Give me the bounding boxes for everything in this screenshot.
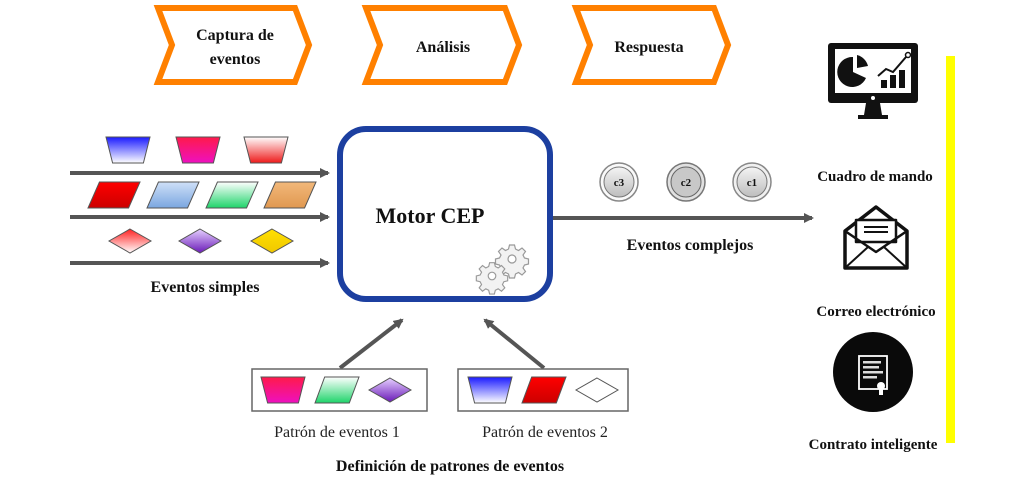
pattern-1[interactable]: Patrón de eventos 1 (251, 368, 428, 441)
simple-event-diamond-shape (249, 228, 295, 254)
stage-response-label: Respuesta (614, 39, 683, 56)
pattern-1-diamond-shape (367, 377, 413, 403)
output-smart-contract[interactable]: Contrato inteligente (809, 332, 938, 453)
simple-event-parallelogram-shape (205, 181, 259, 209)
simple-event-trapezoid-shape (175, 136, 221, 164)
complex-event-c2: c2 (666, 162, 706, 202)
pattern-1-parallelogram-shape (314, 376, 360, 404)
pattern-2-arrow (483, 318, 546, 370)
patterns-section-label: Definición de patrones de eventos (336, 458, 564, 475)
pattern-1-shapes (260, 376, 413, 404)
highlight-bar (946, 56, 955, 443)
simple-event-diamond-shape (107, 228, 153, 254)
complex-event-c3-label: c3 (614, 177, 625, 189)
output-email[interactable]: Correo electrónico (816, 205, 936, 320)
pattern-1-arrow (338, 318, 404, 370)
simple-event-arrows (70, 168, 330, 268)
stage-analysis: Análisis (361, 5, 523, 85)
simple-event-parallelogram-shape (263, 181, 317, 209)
stage-capture-line1: Captura de (196, 27, 274, 44)
output-dashboard-label: Cuadro de mando (817, 169, 933, 185)
output-smart-contract-label: Contrato inteligente (809, 437, 938, 453)
simple-event-parallelogram-shape (87, 181, 141, 209)
complex-events-label: Eventos complejos (627, 237, 754, 254)
simple-event-trapezoid-shape (243, 136, 289, 164)
pattern-1-label: Patrón de eventos 1 (274, 424, 400, 441)
contract-certificate-icon (833, 332, 913, 412)
engine-label: Motor CEP (376, 203, 485, 228)
dashboard-monitor-icon (828, 43, 918, 119)
output-dashboard[interactable]: Cuadro de mando (817, 43, 933, 185)
complex-event-c1: c1 (732, 162, 772, 202)
simple-events-label: Eventos simples (151, 279, 260, 296)
stage-capture-line2: eventos (210, 51, 261, 68)
pattern-2-parallelogram-shape (521, 376, 567, 404)
pattern-2-trapezoid-shape (467, 376, 513, 404)
process-stages: Captura de eventos Análisis Respuesta (153, 5, 732, 85)
simple-event-diamond-shape (177, 228, 223, 254)
stage-analysis-label: Análisis (416, 39, 470, 56)
pattern-2-shapes (467, 376, 620, 404)
output-email-label: Correo electrónico (816, 304, 935, 320)
stage-capture: Captura de eventos (153, 5, 313, 85)
complex-event-c2-label: c2 (681, 177, 692, 189)
pattern-2[interactable]: Patrón de eventos 2 (457, 368, 629, 441)
envelope-icon (843, 205, 909, 270)
pattern-2-label: Patrón de eventos 2 (482, 424, 608, 441)
gears-icon (475, 244, 530, 295)
complex-events: c3 c2 c1 (599, 162, 772, 202)
pattern-1-trapezoid-shape (260, 376, 306, 404)
pattern-2-diamond-shape (574, 377, 620, 403)
simple-event-trapezoid-shape (105, 136, 151, 164)
stage-response: Respuesta (571, 5, 732, 85)
complex-event-c3: c3 (599, 162, 639, 202)
complex-event-c1-label: c1 (747, 177, 757, 189)
simple-event-parallelogram-shape (146, 181, 200, 209)
cep-engine[interactable]: Motor CEP (337, 126, 553, 302)
simple-event-shapes (87, 136, 317, 254)
